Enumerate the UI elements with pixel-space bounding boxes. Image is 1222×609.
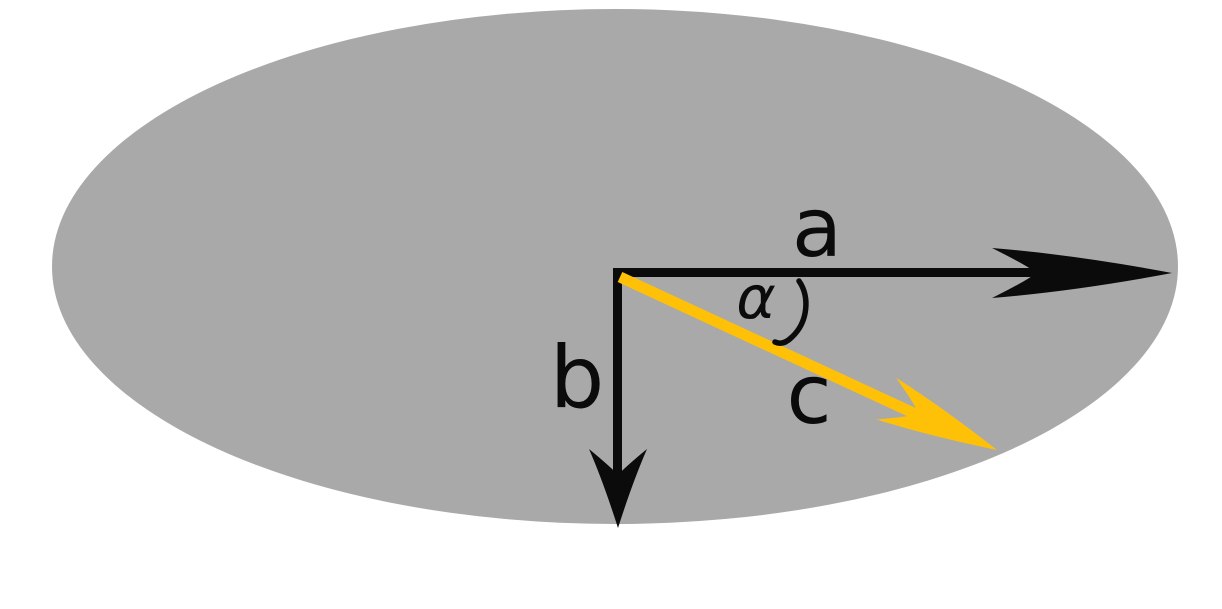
vector-b-label: b bbox=[550, 328, 605, 428]
vector-c-line bbox=[617, 272, 925, 422]
vector-b-arrowhead-icon bbox=[589, 449, 647, 528]
angle-alpha-label: α bbox=[736, 263, 776, 333]
vector-a-label: a bbox=[792, 181, 842, 276]
vector-c-label: c bbox=[786, 348, 831, 443]
vector-c-arrowhead-icon bbox=[876, 377, 997, 450]
ellipse-shape bbox=[52, 9, 1178, 524]
vector-a-arrowhead-icon bbox=[992, 248, 1172, 298]
angle-arc bbox=[772, 278, 809, 346]
